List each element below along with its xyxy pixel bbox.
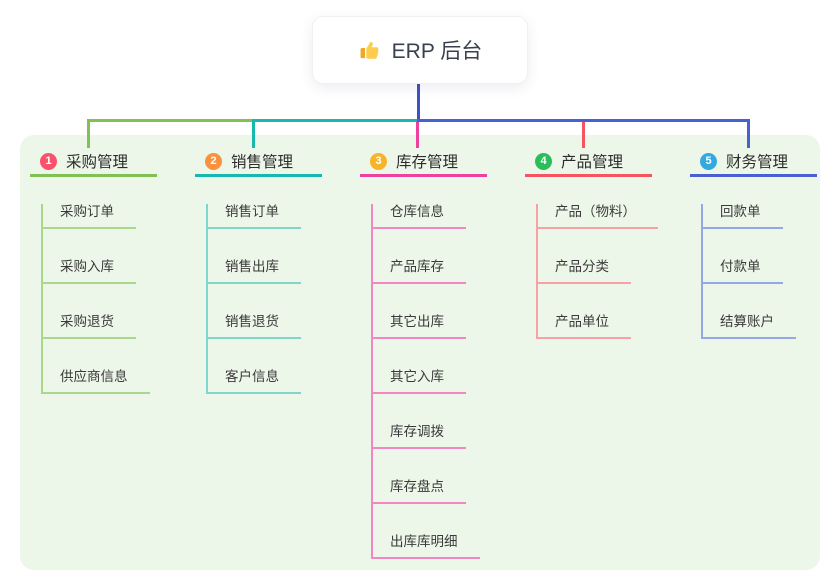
branch-5-child-1[interactable]: 回款单 xyxy=(703,204,783,229)
branch-3-header[interactable]: 3 库存管理 xyxy=(360,148,487,177)
branch-4-label: 产品管理 xyxy=(561,154,624,171)
branch-1-label: 采购管理 xyxy=(66,154,129,171)
branch-2-children: 销售订单销售出库销售退货客户信息 xyxy=(206,204,301,394)
branch-1-child-1[interactable]: 采购订单 xyxy=(43,204,136,229)
branch-3: 3 库存管理仓库信息产品库存其它出库其它入库库存调拨库存盘点出库库明细 xyxy=(360,148,487,559)
branch-2-header[interactable]: 2 销售管理 xyxy=(195,148,322,177)
branch-3-child-1[interactable]: 仓库信息 xyxy=(373,204,466,229)
connector-h-branch-2 xyxy=(252,119,420,122)
branch-5-child-3[interactable]: 结算账户 xyxy=(703,314,796,339)
connector-drop-branch-2 xyxy=(252,119,255,148)
branch-5-header[interactable]: 5 财务管理 xyxy=(690,148,817,177)
branch-2-child-2[interactable]: 销售出库 xyxy=(208,259,301,284)
branch-2-child-3[interactable]: 销售退货 xyxy=(208,314,301,339)
branch-2: 2 销售管理销售订单销售出库销售退货客户信息 xyxy=(195,148,322,394)
branch-3-child-3[interactable]: 其它出库 xyxy=(373,314,466,339)
connector-drop-branch-3 xyxy=(416,122,419,148)
connector-h-branch-1 xyxy=(87,119,252,122)
branch-5: 5 财务管理回款单付款单结算账户 xyxy=(690,148,817,339)
branch-4-child-3[interactable]: 产品单位 xyxy=(538,314,631,339)
branch-2-child-4[interactable]: 客户信息 xyxy=(208,369,301,394)
branch-2-number-badge: 2 xyxy=(205,152,222,170)
branch-1-child-2[interactable]: 采购入库 xyxy=(43,259,136,284)
branch-3-child-2[interactable]: 产品库存 xyxy=(373,259,466,284)
connector-h-branch-5 xyxy=(417,119,750,122)
branch-4-number-badge: 4 xyxy=(535,152,552,170)
connector-drop-branch-5 xyxy=(747,119,750,148)
branches-panel xyxy=(20,135,820,570)
branch-1: 1 采购管理采购订单采购入库采购退货供应商信息 xyxy=(30,148,157,394)
branch-3-label: 库存管理 xyxy=(396,154,459,171)
branch-4-children: 产品（物料） 产品分类产品单位 xyxy=(536,204,658,339)
branch-4: 4 产品管理产品（物料） 产品分类产品单位 xyxy=(525,148,658,339)
root-label: ERP 后台 xyxy=(391,40,483,63)
branch-5-child-2[interactable]: 付款单 xyxy=(703,259,783,284)
branch-1-header[interactable]: 1 采购管理 xyxy=(30,148,157,177)
branch-1-child-4[interactable]: 供应商信息 xyxy=(43,369,150,394)
branch-3-number-badge: 3 xyxy=(370,152,387,170)
branch-3-children: 仓库信息产品库存其它出库其它入库库存调拨库存盘点出库库明细 xyxy=(371,204,480,559)
branch-5-number-badge: 5 xyxy=(700,152,717,170)
connector-drop-branch-1 xyxy=(87,119,90,148)
branch-5-label: 财务管理 xyxy=(726,154,789,171)
branch-3-child-6[interactable]: 库存盘点 xyxy=(373,479,466,504)
branch-1-children: 采购订单采购入库采购退货供应商信息 xyxy=(41,204,150,394)
branch-2-label: 销售管理 xyxy=(231,154,294,171)
branch-3-child-5[interactable]: 库存调拨 xyxy=(373,424,466,449)
branch-4-child-2[interactable]: 产品分类 xyxy=(538,259,631,284)
branch-3-child-7[interactable]: 出库库明细 xyxy=(373,534,480,559)
branch-4-header[interactable]: 4 产品管理 xyxy=(525,148,652,177)
branch-1-number-badge: 1 xyxy=(40,152,57,170)
connector-drop-branch-4 xyxy=(582,122,585,148)
branch-5-children: 回款单付款单结算账户 xyxy=(701,204,796,339)
branch-1-child-3[interactable]: 采购退货 xyxy=(43,314,136,339)
root-node[interactable]: ERP 后台 xyxy=(313,17,527,83)
branch-3-child-4[interactable]: 其它入库 xyxy=(373,369,466,394)
branch-2-child-1[interactable]: 销售订单 xyxy=(208,204,301,229)
branch-4-child-1[interactable]: 产品（物料） xyxy=(538,204,658,229)
root-trunk-line xyxy=(417,83,420,122)
thumbs-up-icon xyxy=(358,39,381,62)
